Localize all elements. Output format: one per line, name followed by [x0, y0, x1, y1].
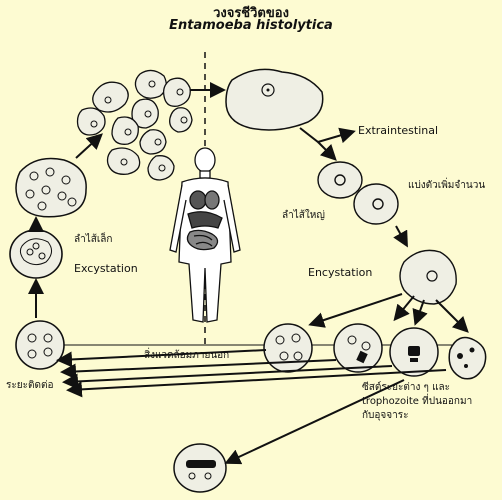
title-species: Entamoeba histolytica: [169, 18, 333, 33]
trophozoite-encystation: [399, 249, 457, 305]
infective-cyst: [15, 320, 65, 370]
label-multiply: แบ่งตัวเพิ่มจำนวน: [408, 180, 486, 191]
excystation-cyst: [9, 229, 63, 279]
label-extraintestinal: Extraintestinal: [358, 124, 439, 137]
label-large-intestine: ลำไส้ใหญ่: [282, 210, 325, 221]
label-encystation: Encystation: [308, 266, 373, 279]
label-infective-stage: ระยะติดต่อ: [6, 380, 54, 391]
label-environment: สิ่งแวดล้อมภายนอก: [144, 350, 230, 361]
label-cyst-note-2: trophozoite ที่ปนออกมา: [362, 396, 473, 407]
label-excystation: Excystation: [74, 262, 138, 275]
label-small-intestine: ลำไส้เล็ก: [74, 234, 113, 245]
dividing-trophozoite: [317, 161, 399, 225]
trophozoite-large: [225, 68, 324, 131]
label-cyst-note-1: ซีสต์ระยะต่าง ๆ และ: [362, 382, 451, 393]
human-body-figure: [169, 147, 241, 323]
multinucleate-trophozoite: [15, 157, 87, 218]
title-thai: วงจรชีวิตของ: [213, 6, 289, 21]
trophozoite-cluster: [76, 69, 193, 181]
cyst-bottom: [173, 443, 227, 493]
cycle-arrows: [28, 82, 469, 465]
label-cyst-note-3: กับอุจจาระ: [362, 410, 409, 421]
